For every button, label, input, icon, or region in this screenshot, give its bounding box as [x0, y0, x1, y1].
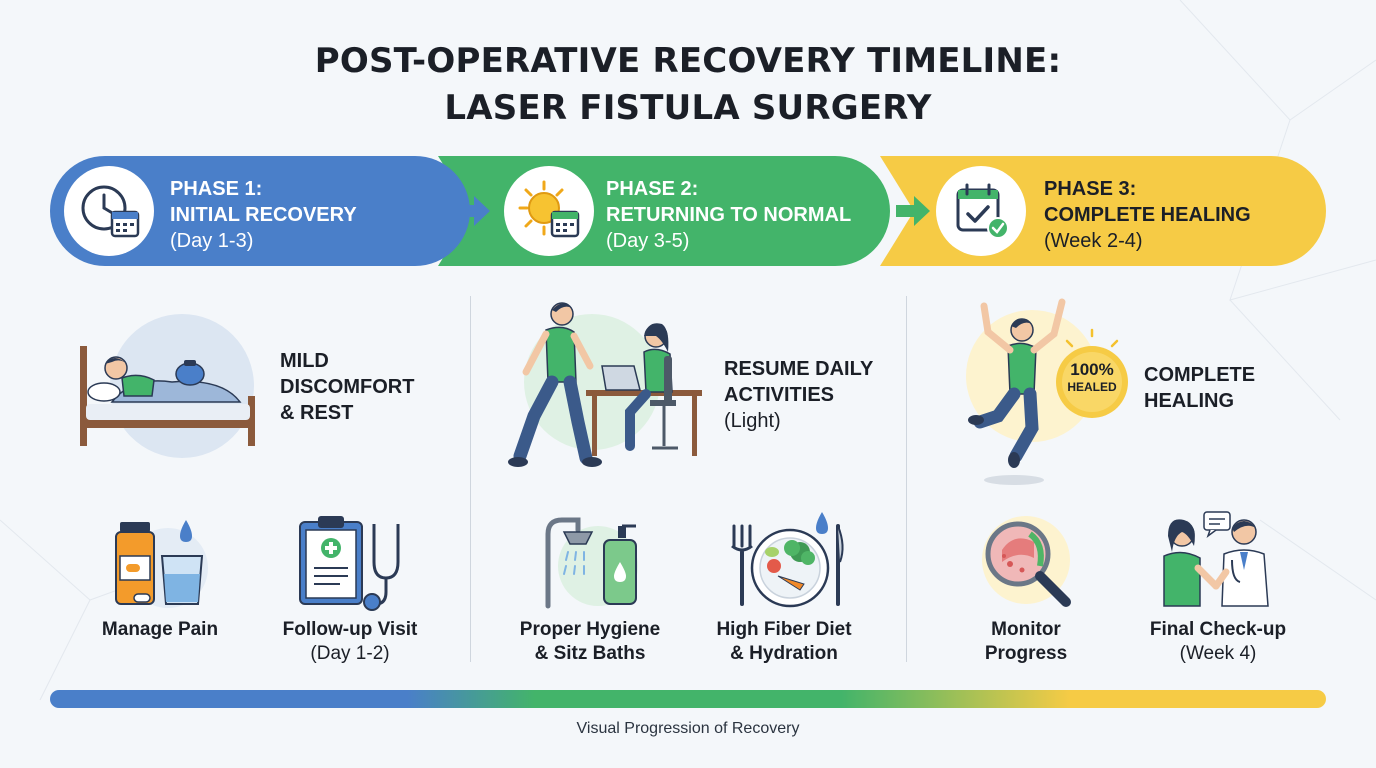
jumping-person-icon — [966, 298, 1128, 485]
phase-2-main-line2: ACTIVITIES — [724, 384, 835, 406]
hygiene-line1: Proper Hygiene — [519, 619, 661, 640]
phase-1-main-line3: & REST — [280, 402, 354, 424]
phase-3-heading: PHASE 3: — [1044, 178, 1137, 200]
final-checkup-note: (Week 4) — [1179, 643, 1257, 664]
phase-3-main-line1: COMPLETE — [1144, 364, 1256, 386]
column-divider — [906, 296, 907, 662]
healed-badge-text: HEALED — [1067, 380, 1117, 394]
doctor-patient-icon — [1163, 511, 1269, 607]
phase-2-name: RETURNING TO NORMAL — [606, 204, 852, 226]
follow-up-label: Follow-up Visit — [282, 619, 418, 640]
phase-3-main-line2: HEALING — [1144, 390, 1234, 412]
shower-soap-icon — [545, 517, 638, 609]
arrow-right-icon — [456, 196, 490, 226]
phase-1-heading: PHASE 1: — [170, 178, 263, 200]
title-line-2: LASER FISTULA SURGERY — [444, 88, 932, 128]
progress-label: Visual Progression of Recovery — [576, 720, 800, 737]
phase-1-main-line2: DISCOMFORT — [280, 376, 415, 398]
monitor-line2: Progress — [984, 643, 1068, 664]
diet-caption: High Fiber Diet & Hydration — [694, 618, 874, 666]
calendar-check-icon — [936, 166, 1026, 256]
phase-2-period: (Day 3-5) — [606, 230, 690, 252]
manage-pain-caption: Manage Pain — [70, 618, 250, 642]
diet-line2: & Hydration — [730, 643, 838, 664]
manage-pain-label: Manage Pain — [101, 619, 219, 640]
healed-badge-percent: 100% — [1070, 360, 1114, 379]
final-checkup-label: Final Check-up — [1149, 619, 1287, 640]
final-checkup-caption: Final Check-up (Week 4) — [1128, 618, 1308, 666]
medication-water-icon — [115, 520, 208, 608]
phase-3-name: COMPLETE HEALING — [1044, 204, 1251, 226]
phase-1-period: (Day 1-3) — [170, 230, 254, 252]
recovery-progress-bar — [50, 690, 1326, 708]
title-line-1: POST-OPERATIVE RECOVERY TIMELINE: — [314, 41, 1062, 81]
arrow-right-icon — [896, 196, 930, 226]
hygiene-caption: Proper Hygiene & Sitz Baths — [500, 618, 680, 666]
column-divider — [470, 296, 471, 662]
sun-calendar-icon — [504, 166, 594, 256]
clipboard-stethoscope-icon — [299, 516, 400, 611]
page-title: POST-OPERATIVE RECOVERY TIMELINE: LASER … — [0, 38, 1376, 132]
healthy-plate-icon — [731, 512, 844, 608]
bed-rest-icon — [80, 314, 255, 458]
phase-2-main-sub: (Light) — [724, 410, 781, 432]
phase-1-banner: PHASE 1: INITIAL RECOVERY (Day 1-3) — [50, 156, 470, 266]
phase-2-main-line1: RESUME DAILY — [724, 358, 874, 380]
phase-2-banner: PHASE 2: RETURNING TO NORMAL (Day 3-5) — [438, 156, 890, 266]
phase-1-name: INITIAL RECOVERY — [170, 204, 357, 226]
phase-3-main-title: COMPLETE HEALING — [1144, 362, 1255, 414]
monitor-line1: Monitor — [991, 619, 1061, 640]
walking-working-icon — [508, 302, 702, 467]
monitor-caption: Monitor Progress — [936, 618, 1116, 666]
magnifier-icon — [982, 516, 1071, 607]
phase-1-main-title: MILD DISCOMFORT & REST — [280, 348, 414, 426]
phase-2-heading: PHASE 2: — [606, 178, 699, 200]
diet-line1: High Fiber Diet — [716, 619, 852, 640]
clock-calendar-icon — [64, 166, 154, 256]
phase-2-main-title: RESUME DAILY ACTIVITIES (Light) — [724, 356, 873, 434]
phase-3-banner: PHASE 3: COMPLETE HEALING (Week 2-4) — [880, 156, 1326, 266]
hygiene-line2: & Sitz Baths — [534, 643, 646, 664]
healed-badge: 100% HEALED — [1062, 360, 1122, 394]
follow-up-caption: Follow-up Visit (Day 1-2) — [260, 618, 440, 666]
follow-up-note: (Day 1-2) — [310, 643, 390, 664]
phase-3-period: (Week 2-4) — [1044, 230, 1143, 252]
phase-1-main-line1: MILD — [280, 350, 329, 372]
